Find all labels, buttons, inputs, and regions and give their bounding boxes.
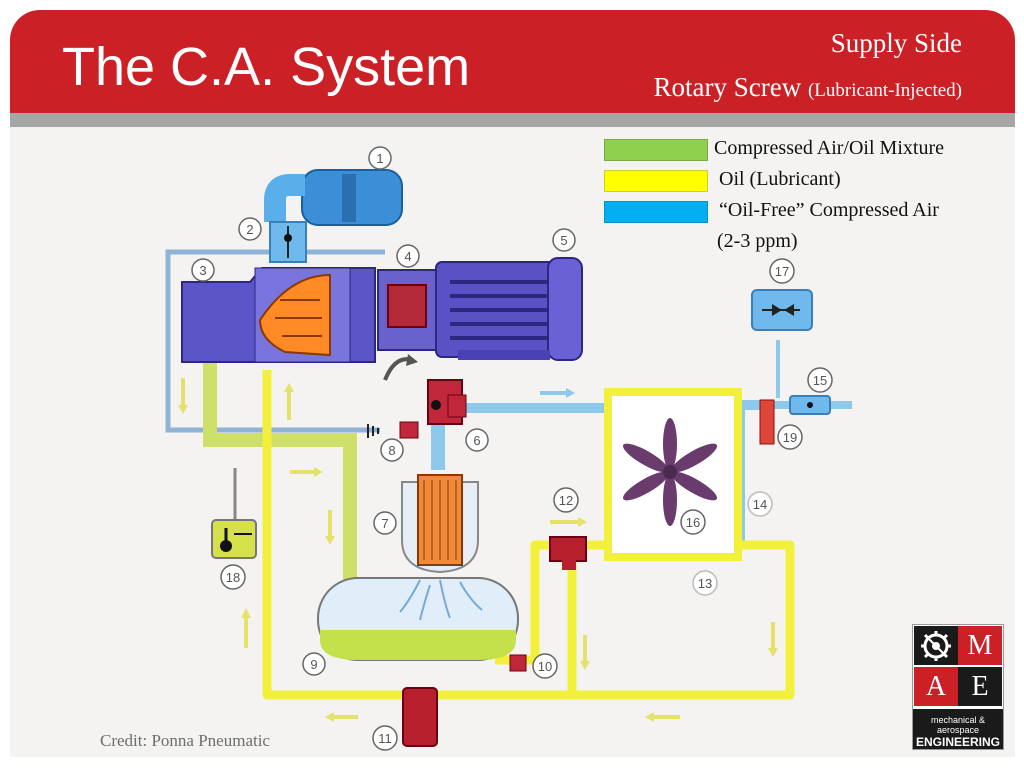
svg-text:4: 4	[404, 249, 411, 264]
legend-label-ppm: (2-3 ppm)	[717, 230, 798, 252]
cooler-fan-icon	[622, 418, 718, 526]
sump-oil-level	[320, 630, 516, 660]
thermostatic-valve-port	[562, 558, 576, 570]
flow-arrows	[178, 378, 778, 722]
svg-text:17: 17	[775, 264, 789, 279]
subtitle-rotary-screw: Rotary Screw (Lubricant-Injected)	[654, 72, 963, 103]
callout-12: 12	[553, 487, 579, 513]
svg-text:16: 16	[686, 515, 700, 530]
callout-3: 3	[191, 258, 215, 282]
svg-text:7: 7	[381, 516, 388, 531]
gear-icon	[921, 630, 951, 661]
svg-text:18: 18	[226, 570, 240, 585]
callout-18: 18	[220, 564, 246, 590]
callout-11: 11	[372, 725, 398, 751]
legend-label-oil: Oil (Lubricant)	[719, 168, 841, 190]
logo-caption-line2: ENGINEERING	[915, 735, 1000, 749]
svg-text:12: 12	[559, 493, 573, 508]
discharge-valve-dot	[807, 402, 813, 408]
svg-text:10: 10	[538, 659, 552, 674]
callout-10: 10	[532, 653, 558, 679]
title-bar	[10, 10, 1015, 113]
mixture-line-discharge	[203, 360, 357, 580]
callout-4: 4	[396, 244, 420, 268]
callout-1: 1	[368, 146, 392, 170]
moisture-separator	[759, 399, 775, 445]
callout-14: 14	[747, 491, 773, 517]
callout-9: 9	[302, 652, 326, 676]
subtitle-lubricant-injected: (Lubricant-Injected)	[807, 80, 962, 101]
svg-text:15: 15	[813, 373, 827, 388]
logo-letter-a: A	[914, 667, 958, 706]
blowdown-valve	[399, 421, 419, 439]
svg-text:9: 9	[310, 657, 317, 672]
min-pressure-valve-dot	[431, 400, 441, 410]
svg-text:11: 11	[378, 731, 392, 746]
svg-text:19: 19	[783, 430, 797, 445]
component-callouts: 1 2 3 4 5 6 7 8 9 10 11 12 13 14 15 16 1…	[191, 146, 833, 751]
svg-text:3: 3	[199, 263, 206, 278]
logo-letter-e: E	[958, 667, 1002, 706]
rotation-arrowhead	[406, 354, 418, 366]
oil-mist-lines	[399, 579, 483, 621]
logo-letter-m: M	[958, 626, 1002, 665]
callout-15: 15	[807, 367, 833, 393]
svg-text:13: 13	[698, 576, 712, 591]
separator-element-pleats	[423, 480, 457, 560]
pressure-switch-symbol	[772, 304, 794, 316]
callout-16: 16	[680, 509, 706, 535]
legend-swatch-air	[604, 201, 708, 223]
air-filter-band	[342, 174, 356, 222]
callout-19: 19	[777, 424, 803, 450]
mae-logo: M A E mechanical & aerospace ENGINEERING	[912, 624, 1004, 750]
svg-text:6: 6	[473, 433, 480, 448]
logo-caption: mechanical & aerospace ENGINEERING	[913, 709, 1003, 749]
oil-return-loop	[262, 370, 795, 700]
temp-switch-bulb	[220, 540, 232, 552]
logo-gear-icon	[914, 626, 958, 665]
legend-swatch-air-oil	[604, 139, 708, 161]
legend-swatch-oil	[604, 170, 708, 192]
oil-filter	[402, 687, 438, 747]
inlet-valve-dot	[284, 234, 292, 242]
temperature-switch	[211, 519, 257, 559]
callout-2: 2	[238, 217, 262, 241]
callout-7: 7	[373, 511, 397, 535]
logo-caption-line1: mechanical & aerospace	[930, 715, 986, 735]
motor-fins	[450, 280, 570, 340]
diagram-area	[10, 127, 1015, 757]
svg-text:1: 1	[376, 151, 383, 166]
callout-5: 5	[552, 228, 576, 252]
blowdown-silencer-icon	[367, 424, 379, 438]
motor-end-cap	[547, 257, 583, 361]
coupling-hub	[387, 284, 427, 328]
callout-8: 8	[380, 438, 404, 462]
callout-13: 13	[692, 570, 718, 596]
intake-elbow	[264, 174, 305, 222]
thermostatic-valve	[549, 536, 587, 562]
svg-text:14: 14	[753, 497, 767, 512]
slide-title: The C.A. System	[62, 37, 471, 97]
drain-valve	[509, 654, 527, 672]
svg-text:2: 2	[246, 222, 253, 237]
legend-label-air: “Oil-Free” Compressed Air	[719, 199, 939, 221]
min-pressure-valve-port	[447, 394, 467, 418]
rotor-lobes	[275, 299, 322, 337]
subtitle-supply-side: Supply Side	[830, 28, 962, 58]
callout-6: 6	[465, 428, 489, 452]
svg-text:5: 5	[560, 233, 567, 248]
title-bar-divider	[10, 113, 1015, 127]
svg-text:8: 8	[388, 443, 395, 458]
callout-17: 17	[769, 258, 795, 284]
motor-base	[458, 350, 550, 360]
subtitle-rotary-screw-main: Rotary Screw	[653, 72, 802, 102]
credit-text: Credit: Ponna Pneumatic	[100, 731, 270, 750]
legend-label-air-oil: Compressed Air/Oil Mixture	[714, 137, 944, 159]
